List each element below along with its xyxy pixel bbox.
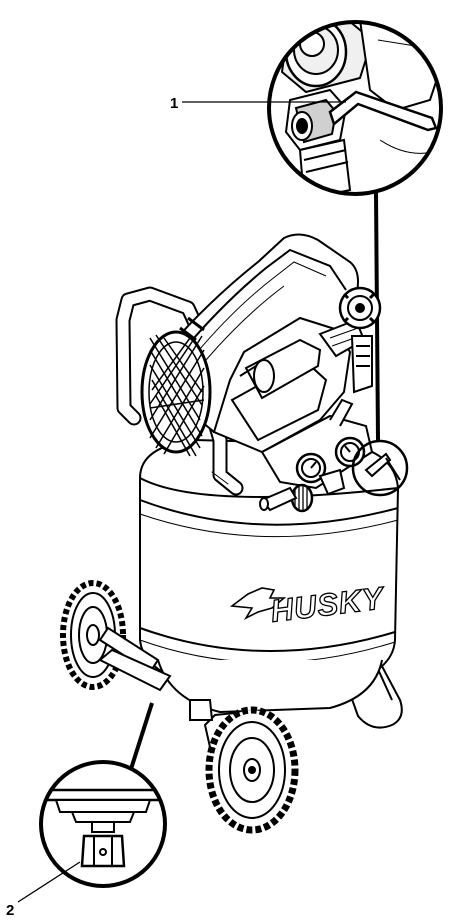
callout-number-1: 1 <box>170 95 179 112</box>
detail-view-drain-valve <box>39 760 167 888</box>
detail-view-safety-valve <box>267 20 443 196</box>
wolf-head-icon <box>229 587 287 620</box>
carry-handle <box>115 286 244 496</box>
right-wheel <box>203 706 299 834</box>
air-tank <box>139 438 400 714</box>
safety-valve-marker <box>351 439 409 497</box>
fan-grille <box>140 330 212 457</box>
control-manifold <box>259 398 374 513</box>
callout-leaders <box>17 101 346 903</box>
drain-stem <box>189 699 214 721</box>
pump-housing <box>212 286 382 454</box>
brand-logo <box>229 587 287 620</box>
callout-number-2: 2 <box>6 902 15 919</box>
left-wheel <box>60 580 172 692</box>
leader-line-2 <box>17 861 81 903</box>
brand-label: HUSKY <box>268 580 386 630</box>
